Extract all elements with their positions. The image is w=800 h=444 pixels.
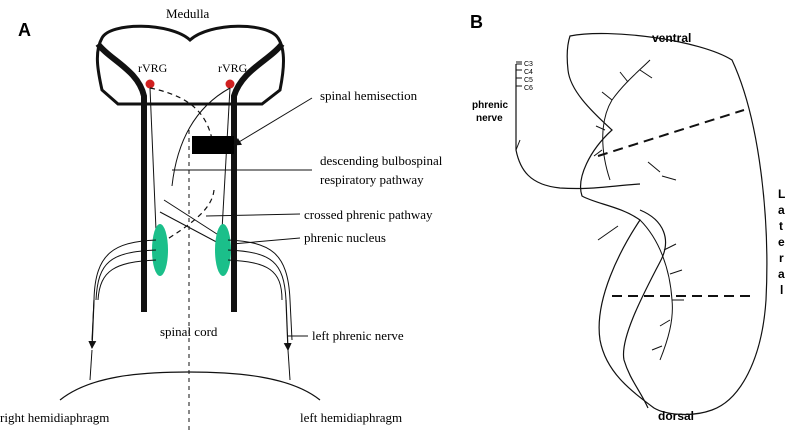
phrenic-nucleus-right xyxy=(215,224,231,276)
left-phrenic-arrow xyxy=(283,299,292,351)
ventral-twig-6 xyxy=(647,161,661,173)
phrenic-nerve-stub xyxy=(515,139,521,151)
left-phrenic-nerve-label: left phrenic nerve xyxy=(312,328,404,343)
upper-dashed-line xyxy=(597,109,745,157)
lateral-letter-3: t xyxy=(779,219,783,233)
crossed-phrenic-leader xyxy=(205,213,301,217)
panel-b-letter: B xyxy=(470,12,483,32)
left-phrenic-nerve-3 xyxy=(227,259,283,301)
phrenic-nucleus-leader xyxy=(231,237,301,245)
rvrg-left-dot xyxy=(145,79,155,89)
diaphragm-inner-edge xyxy=(622,209,667,409)
descending-pathway-label-line1: descending bulbospinal xyxy=(320,153,443,168)
spinal-cord-right-wall xyxy=(231,42,285,312)
dorsal-label: dorsal xyxy=(658,409,694,423)
left-diaphragm-side xyxy=(287,349,291,381)
spinal-cord-left-wall xyxy=(95,42,147,312)
medulla-outline xyxy=(95,24,285,106)
ventral-twig-4 xyxy=(595,125,606,131)
hemisection-leader xyxy=(233,97,313,146)
right-phrenic-nerve-2 xyxy=(95,249,157,301)
phrenic-nerve-label-line2: nerve xyxy=(476,113,503,124)
crossed-phrenic-line-1 xyxy=(163,199,221,237)
left-phrenic-nerve-2 xyxy=(227,249,287,301)
panel-b: B ventral dorsal C3 C4 C5 C6 phrenic ner… xyxy=(470,12,785,423)
crossed-phrenic-line-2 xyxy=(159,211,225,247)
phrenic-nerve-trunk xyxy=(515,64,641,190)
diaphragm-outline xyxy=(566,32,768,416)
lateral-letter-1: L xyxy=(778,187,785,201)
phrenic-nucleus-left xyxy=(152,224,168,276)
rvrg-left-label: rVRG xyxy=(138,61,168,75)
root-label-c3: C3 xyxy=(524,61,533,68)
rvrg-right-label: rVRG xyxy=(218,61,248,75)
lateral-letter-7: l xyxy=(780,283,783,297)
lateral-letter-5: r xyxy=(779,251,784,265)
spinal-hemisection-label: spinal hemisection xyxy=(320,88,418,103)
descending-pathway-label-line2: respiratory pathway xyxy=(320,172,424,187)
phrenic-nerve-label-line1: phrenic xyxy=(472,100,509,111)
dorsal-branch xyxy=(639,219,673,361)
panel-a: A Medulla rVRG rVRG xyxy=(0,6,443,430)
right-phrenic-arrow xyxy=(88,299,97,349)
right-phrenic-nerve-1 xyxy=(91,239,157,341)
right-diaphragm-side xyxy=(89,349,93,381)
phrenic-nucleus-label: phrenic nucleus xyxy=(304,230,386,245)
ventral-twig-2 xyxy=(619,71,629,83)
right-to-left-crossing-pathway xyxy=(171,87,231,187)
dorsal-twig-5 xyxy=(651,345,663,351)
left-rvrg-dashed-pathway xyxy=(149,87,215,151)
lateral-letter-6: a xyxy=(778,267,785,281)
lateral-letter-2: a xyxy=(778,203,785,217)
ventral-twig-3 xyxy=(639,69,653,79)
ventral-branch xyxy=(602,59,651,181)
ventral-twig-1 xyxy=(601,91,613,101)
root-label-c5: C5 xyxy=(524,77,533,84)
left-hemidiaphragm-label: left hemidiaphragm xyxy=(300,410,402,425)
dorsal-twig-1 xyxy=(663,243,677,251)
spinal-cord-label: spinal cord xyxy=(160,324,218,339)
root-label-c6: C6 xyxy=(524,85,533,92)
dorsal-twig-6 xyxy=(597,225,619,241)
dorsal-twig-2 xyxy=(669,269,683,275)
right-hemidiaphragm-label: right hemidiaphragm xyxy=(0,410,109,425)
right-phrenic-nerve-3 xyxy=(97,259,157,301)
medulla-label: Medulla xyxy=(166,6,210,21)
left-descending-pathway xyxy=(149,87,157,231)
ventral-label: ventral xyxy=(652,31,691,45)
root-label-c4: C4 xyxy=(524,69,533,76)
panel-a-letter: A xyxy=(18,20,31,40)
rvrg-right-dot xyxy=(225,79,235,89)
spinal-hemisection-block xyxy=(192,136,234,154)
lateral-letter-4: e xyxy=(778,235,785,249)
ventral-twig-7 xyxy=(661,175,677,181)
ventral-twig-5 xyxy=(593,149,603,157)
left-phrenic-nerve-1 xyxy=(227,239,293,341)
diaphragm-dome xyxy=(59,371,321,401)
dorsal-twig-4 xyxy=(659,319,671,327)
crossed-phrenic-pathway-label: crossed phrenic pathway xyxy=(304,207,433,222)
right-descending-pathway xyxy=(221,87,231,231)
